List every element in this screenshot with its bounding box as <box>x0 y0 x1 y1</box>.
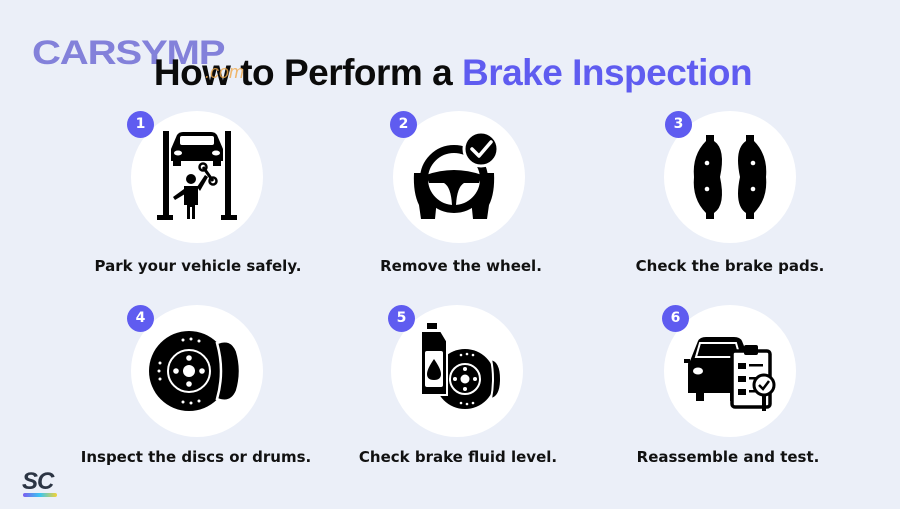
step-4-circle <box>131 305 263 437</box>
steering-wheel-check-icon <box>413 130 500 219</box>
car-lift-mechanic-icon <box>157 131 237 220</box>
brake-pads-icon <box>693 135 767 219</box>
step-3-label: Check the brake pads. <box>635 257 825 275</box>
step-1-circle <box>131 111 263 243</box>
step-5-badge: 5 <box>388 305 415 332</box>
step-2-circle <box>393 111 525 243</box>
step-5-label: Check brake fluid level. <box>358 448 558 466</box>
step-2-label: Remove the wheel. <box>380 257 542 275</box>
car-checklist-icon <box>684 337 776 411</box>
step-4-label: Inspect the discs or drums. <box>80 448 312 466</box>
step-6-label: Reassemble and test. <box>636 448 820 466</box>
step-1-label: Park your vehicle safely. <box>94 257 302 275</box>
carsymp-watermark: CARSYMP <box>32 34 226 72</box>
sc-logo-underline <box>23 493 57 497</box>
title-part: How to Perform a <box>153 52 462 93</box>
page-title: How to Perform a Brake Inspection <box>0 52 900 94</box>
step-5-circle <box>391 305 523 437</box>
brake-fluid-icon <box>420 323 503 409</box>
title-accent: Brake Inspection <box>461 52 753 93</box>
carsymp-watermark-suffix: .com <box>205 62 245 82</box>
step-1-badge: 1 <box>127 111 154 138</box>
sc-logo: SC <box>22 468 54 495</box>
brake-disc-icon <box>149 331 242 411</box>
step-3-badge: 3 <box>665 111 692 138</box>
step-4-badge: 4 <box>127 305 154 332</box>
step-6-badge: 6 <box>662 305 689 332</box>
step-2-badge: 2 <box>390 111 417 138</box>
step-6-circle <box>664 305 796 437</box>
